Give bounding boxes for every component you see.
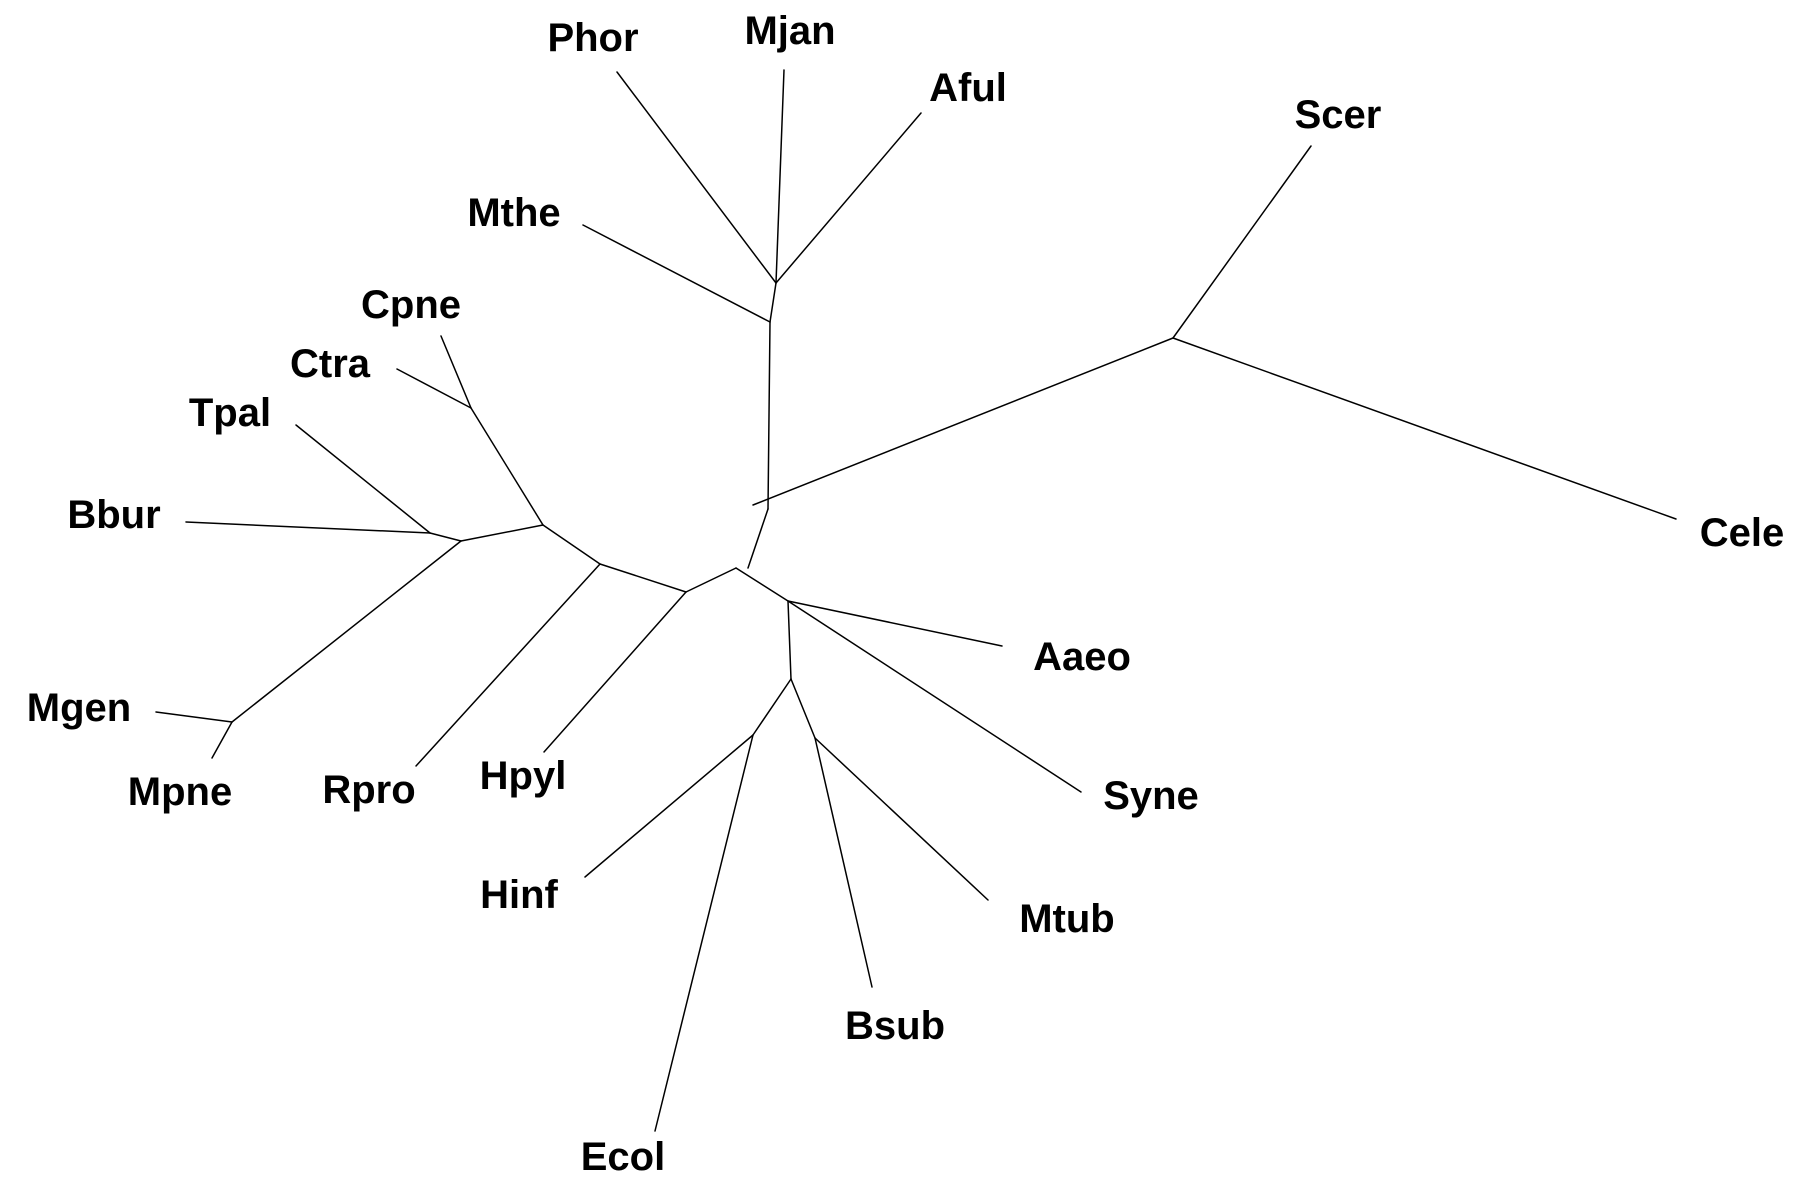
leaf-label-aful: Aful: [929, 66, 1007, 110]
branch-mthe: [582, 224, 771, 323]
leaf-label-mthe: Mthe: [467, 191, 560, 235]
leaf-label-rpro: Rpro: [322, 768, 415, 812]
leaf-label-ecol: Ecol: [581, 1135, 665, 1179]
leaf-label-hpyl: Hpyl: [480, 754, 567, 798]
branch-lower-to-gamma: [752, 678, 792, 736]
leaf-label-aaeo: Aaeo: [1033, 635, 1131, 679]
branch-hpyl: [543, 591, 687, 753]
branch-syne: [787, 600, 1082, 793]
leaf-label-cpne: Cpne: [361, 283, 461, 327]
branch-ecol: [654, 734, 754, 1132]
branch-aful: [775, 112, 922, 284]
branch-spiro-to-spiro2: [460, 524, 544, 542]
branch-tpal: [295, 424, 431, 534]
leaf-label-bbur: Bbur: [67, 493, 160, 537]
branch-euk-stem: [752, 337, 1174, 506]
branch-arch-node-to-top: [769, 282, 777, 323]
leaf-label-scer: Scer: [1295, 93, 1382, 137]
branch-spiro2-to-tb: [429, 532, 462, 542]
branch-cpne: [440, 335, 472, 409]
leaf-label-syne: Syne: [1103, 774, 1199, 818]
leaf-label-mpne: Mpne: [128, 770, 232, 814]
branch-mjan: [775, 69, 785, 284]
leaf-label-ctra: Ctra: [290, 342, 371, 386]
leaf-label-mtub: Mtub: [1019, 897, 1115, 941]
leaf-label-phor: Phor: [547, 16, 638, 60]
branch-mpne: [211, 721, 233, 759]
branch-mgen: [155, 711, 233, 723]
branch-bsub: [814, 737, 873, 988]
branch-aaeo: [787, 600, 1003, 647]
branch-bbur: [185, 521, 431, 534]
branch-cele: [1172, 337, 1677, 520]
branch-arch-upper: [767, 321, 771, 510]
branch-hinf: [584, 734, 754, 878]
leaf-labels: Phor Mjan Aful Scer Mthe Cpne Ctra Tpal …: [27, 9, 1784, 1179]
branch-ctra: [396, 368, 472, 409]
branch-center-to-right: [735, 567, 789, 602]
leaf-label-mgen: Mgen: [27, 686, 131, 730]
branch-phor: [616, 71, 777, 284]
branch-center-to-bact: [685, 567, 737, 593]
branch-center-to-arch: [747, 508, 769, 569]
leaf-label-mjan: Mjan: [744, 9, 835, 53]
branch-rpro: [415, 563, 601, 767]
leaf-label-cele: Cele: [1700, 511, 1785, 555]
leaf-label-bsub: Bsub: [845, 1004, 945, 1048]
branch-mtub: [814, 737, 989, 901]
branch-scer: [1172, 145, 1312, 339]
branch-lower-to-gram: [790, 678, 816, 739]
leaf-label-tpal: Tpal: [189, 391, 271, 435]
leaf-label-hinf: Hinf: [480, 873, 558, 917]
branch-myco-stem: [231, 540, 462, 723]
branch-rpro-node-to-spiro: [542, 524, 601, 565]
branch-bact-to-rpro-node: [599, 563, 687, 593]
tree-branches: [155, 69, 1677, 1132]
branch-right-to-lower: [787, 600, 792, 680]
branch-spiro-to-chlam: [470, 407, 544, 526]
